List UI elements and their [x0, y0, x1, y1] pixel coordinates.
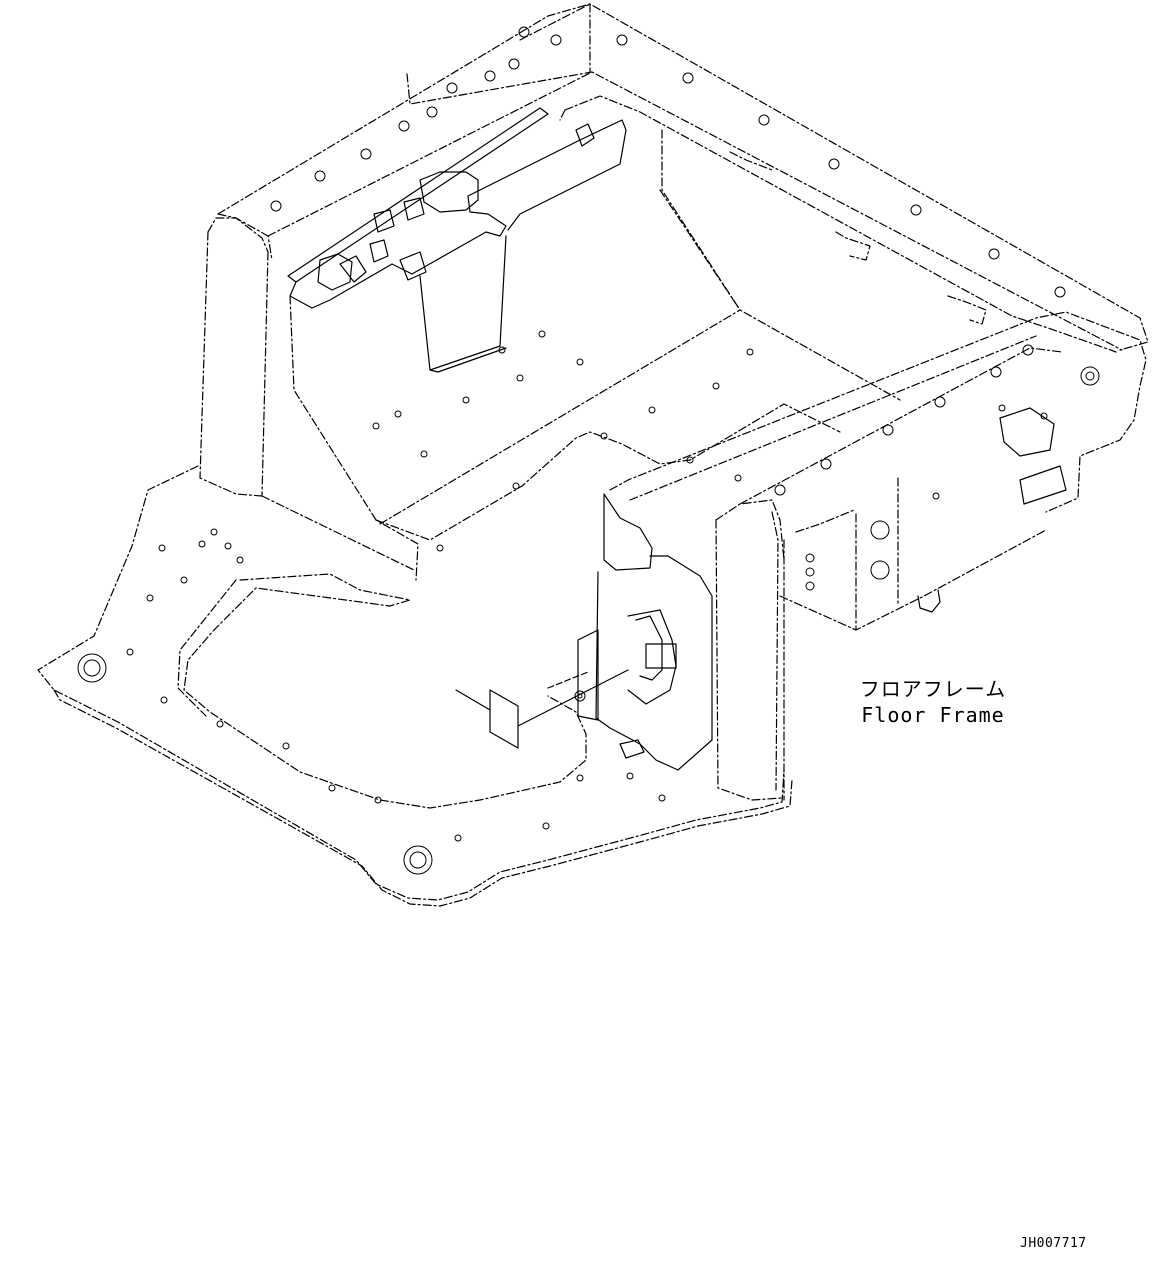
part-callout: フロアフレーム Floor Frame — [858, 676, 1008, 728]
floor-pan — [289, 189, 841, 581]
part-name-en: Floor Frame — [861, 703, 1005, 727]
front-mount-stub — [917, 407, 1067, 613]
front-pillar — [715, 499, 785, 801]
cross-member — [609, 311, 1147, 631]
top-frame-inner-opening — [559, 95, 1117, 401]
drawing-id: JH007717 — [1020, 1236, 1087, 1251]
part-name-jp: フロアフレーム — [859, 677, 1007, 701]
seat-bracket — [287, 107, 627, 373]
left-pillar — [199, 217, 415, 571]
top-frame — [217, 3, 1149, 351]
control-box — [577, 493, 713, 771]
label-plate — [455, 669, 629, 749]
mounting-holes — [77, 26, 1100, 875]
floor-plate — [37, 465, 793, 907]
